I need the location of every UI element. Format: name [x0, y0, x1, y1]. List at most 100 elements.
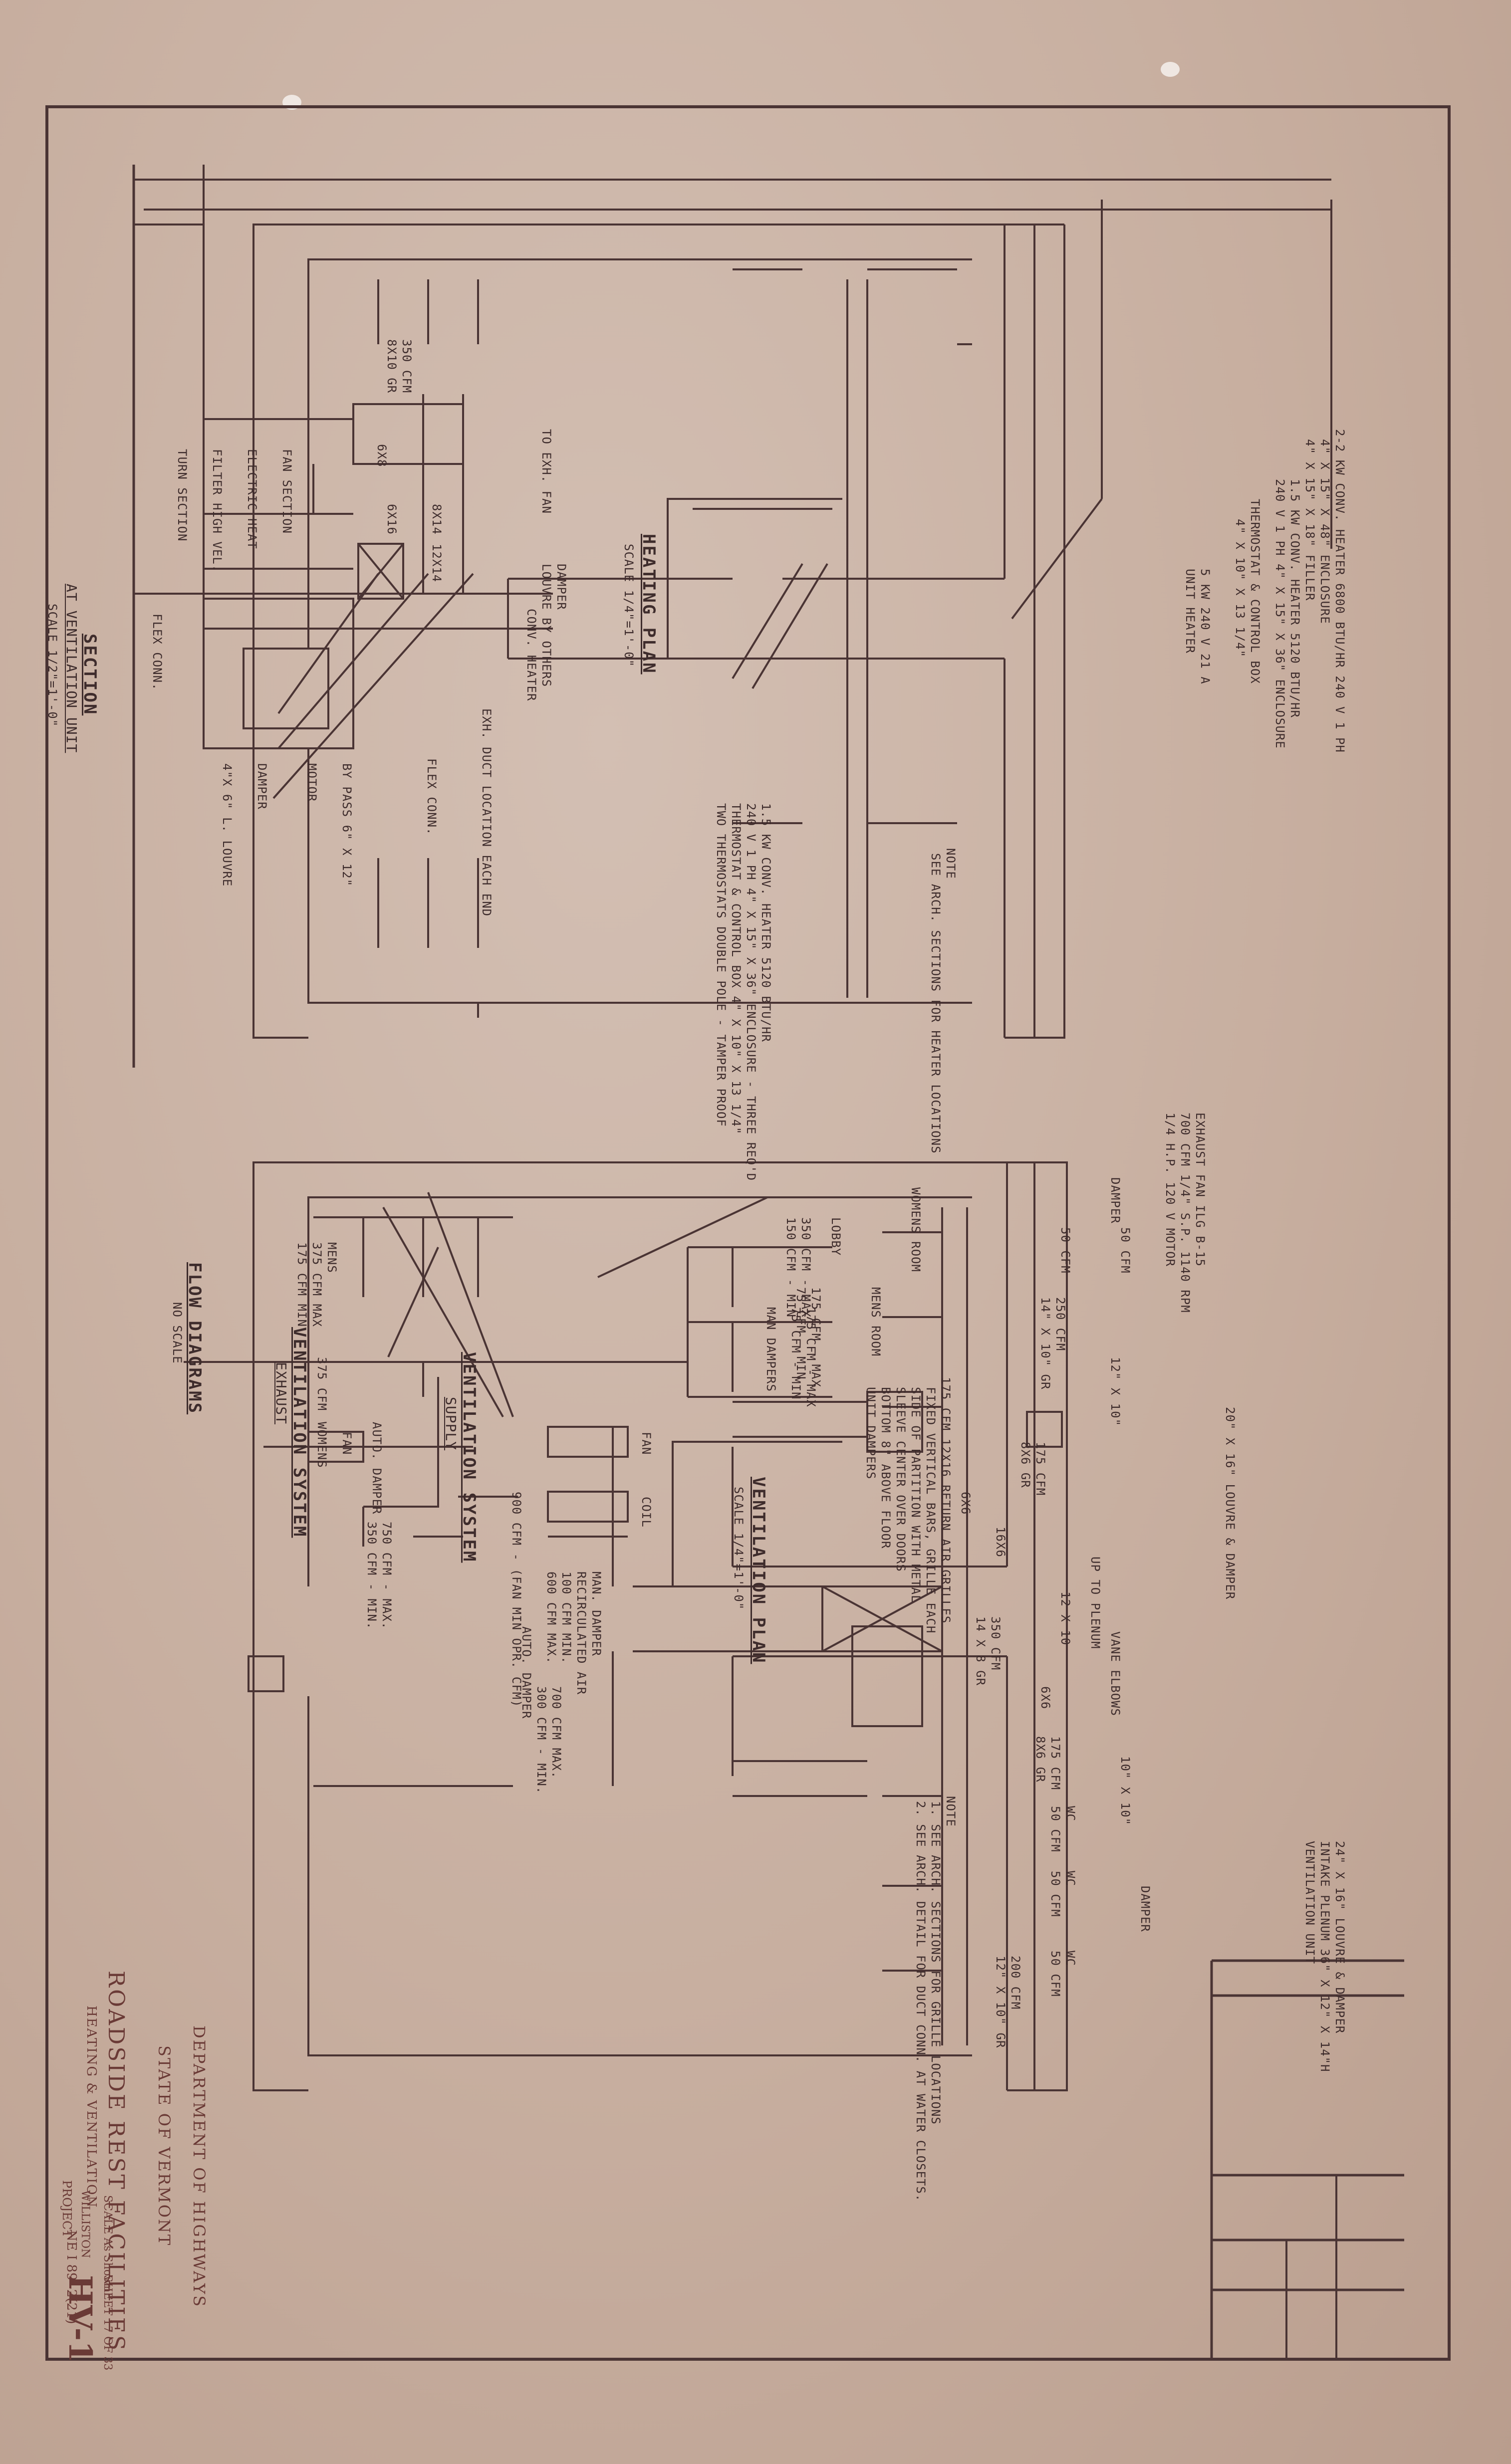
vent-label: 8X6 GR [1033, 1736, 1047, 1783]
vent-label: 12" X 10" GR [994, 1956, 1007, 2048]
supply-label: 75 CFM - MIN [789, 1307, 803, 1400]
vent-label: WC [1063, 1951, 1077, 1966]
supply-label: RECIRCULATED AIR [574, 1571, 588, 1695]
vent-label: 10" X 10" [1118, 1756, 1132, 1826]
sheet-number: SHEET 17 OF 33 [101, 2275, 114, 2371]
vent-label: 350 CFM [989, 1616, 1003, 1671]
section-label: FLEX CONN. [150, 614, 164, 691]
section-subtitle: AT VENTILATION UNIT [63, 584, 80, 753]
section-scale: SCALE 1/2"=1'-0" [45, 604, 59, 727]
vent-label: WC [1063, 1871, 1077, 1886]
vent-label: 6X6 [959, 1492, 973, 1515]
section-label: FILTER HIGH VEL. [210, 449, 224, 573]
section-label: TO EXH. FAN [539, 429, 553, 514]
section-label: FAN SECTION [280, 449, 294, 534]
exhaust-label: WOMENS [315, 1422, 329, 1468]
vent-label: 250 CFM [1053, 1297, 1067, 1351]
vent-label: WC [1063, 1806, 1077, 1821]
section-label: ELECTRIC HEAT [245, 449, 259, 549]
ventilation-plan-scale: SCALE 1/4"=1'-0" [732, 1487, 746, 1610]
heating-label: TWO THERMOSTATS DOUBLE POLE - TAMPER PRO… [714, 803, 728, 1127]
supply-label: 300 CFM - MIN. [534, 1686, 548, 1794]
project-label: PROJECT [60, 2180, 74, 2238]
heating-label: 2-2 KW CONV. HEATER 6800 BTU/HR 240 V 1 … [1333, 429, 1347, 753]
vent-label: DAMPER [1138, 1886, 1152, 1932]
vent-note: 2. SEE ARCH. DETAIL FOR DUCT CONN. AT WA… [914, 1801, 928, 2202]
section-label: 8X10 GR [385, 339, 399, 394]
supply-label: WOMENS ROOM [909, 1187, 923, 1272]
vent-label: 175 CFM [1048, 1736, 1062, 1791]
vent-label: 8X6 GR [1018, 1442, 1032, 1488]
vent-label: 50 CFM [1048, 1951, 1062, 1997]
section-label: 8X14 [430, 504, 444, 535]
vent-note-heading: NOTE [944, 1796, 958, 1827]
vent-label: 16X6 [994, 1527, 1007, 1558]
supply-label: MENS ROOM [869, 1287, 883, 1357]
supply-label: 100 CFM MIN. [559, 1571, 573, 1664]
exhaust-label: AUTO. DAMPER [370, 1422, 384, 1515]
section-label: 6X16 [385, 504, 399, 535]
section-label: DAMPER [554, 564, 568, 610]
vent-label: 50 CFM [1118, 1227, 1132, 1274]
heating-note-heading: NOTE [944, 848, 958, 879]
vent-label: EXHAUST FAN ILG B-15 [1193, 1113, 1207, 1267]
exhaust-label: 750 CFM - MAX. [380, 1522, 394, 1630]
exhaust-label: 175 CFM MIN [295, 1242, 309, 1327]
heating-label: 240 V 1 PH 4" X 15" X 36" ENCLOSURE [1273, 479, 1287, 749]
vent-label: INTAKE PLENUM 36" X 12" X 14"H [1318, 1841, 1332, 2072]
exhaust-diagram-subtitle: EXHAUST [273, 1362, 289, 1425]
vent-label: 20" X 16" LOUVRE & DAMPER [1223, 1407, 1237, 1600]
vent-label: VANE ELBOWS [1108, 1631, 1122, 1716]
vent-label: 50 CFM [1048, 1871, 1062, 1917]
exhaust-diagram-title: VENTILATION SYSTEM [289, 1327, 309, 1538]
heating-label: 1.5 KW CONV. HEATER 5120 BTU/HR [759, 803, 773, 1042]
heating-label: 4" X 10" X 13 1/4" [1233, 519, 1247, 658]
vent-label: VENTILATION UNIT [1303, 1841, 1317, 1965]
section-label: FLEX CONN. [425, 758, 439, 836]
vent-label: 12 X 10 [1058, 1591, 1072, 1646]
vent-label: 12" X 10" [1108, 1357, 1122, 1427]
supply-diagram-title: VENTILATION SYSTEM [459, 1352, 479, 1563]
vent-label: 14" X 10" GR [1038, 1297, 1052, 1390]
section-label: 350 CFM [400, 339, 414, 394]
vent-label: BOTTOM 8" ABOVE FLOOR [879, 1387, 893, 1549]
vent-label: 700 CFM 1/4" S.P. 1140 RPM [1178, 1113, 1192, 1313]
supply-label: 175 CFM - MAX [804, 1307, 818, 1407]
vent-label: SLEEVE CENTER OVER DOORS [894, 1387, 908, 1572]
section-label: 6X8 [375, 444, 389, 467]
supply-label: 700 CFM MAX. [549, 1686, 563, 1779]
vent-label: SIDE OF PARTITION WITH METAL [909, 1387, 923, 1603]
supply-label: COIL [639, 1497, 653, 1528]
heating-label: 4" X 15" X 48" ENCLOSURE [1318, 439, 1332, 624]
heating-label: 5 KW 240 V 21 A [1198, 569, 1212, 684]
section-label: TURN SECTION [175, 449, 189, 542]
section-label: 4"X 6" L. LOUVRE [220, 763, 234, 887]
vent-label: 14 X 8 GR [974, 1616, 988, 1686]
section-title: SECTION [80, 634, 100, 716]
heating-label: UNIT HEATER [1183, 569, 1197, 654]
section-label: DAMPER [255, 763, 269, 810]
vent-label: 200 CFM [1008, 1956, 1022, 2010]
vent-note: 1. SEE ARCH. SECTIONS FOR GRILLE LOCATIO… [929, 1801, 943, 2125]
heating-plan-title: HEATING PLAN [639, 534, 659, 674]
section-label: LOUVRE BY OTHERS [539, 564, 553, 687]
section-label: 12X14 [430, 544, 444, 583]
heating-label: THERMOSTAT & CONTROL BOX [1248, 499, 1262, 684]
flow-diagrams-title: FLOW DIAGRAMS [185, 1262, 205, 1415]
vent-label: 50 CFM [1058, 1227, 1072, 1274]
department-name: DEPARTMENT OF HIGHWAYS [190, 2025, 209, 2308]
punch-hole [1161, 62, 1180, 77]
exhaust-label: 375 CFM [315, 1357, 329, 1411]
ventilation-plan-title: VENTILATION PLAN [749, 1477, 768, 1664]
vent-label: 24" X 16" LOUVRE & DAMPER [1333, 1841, 1347, 2034]
vent-label: UNIT DAMPERS [864, 1387, 878, 1480]
exhaust-label: MENS [325, 1242, 339, 1273]
vent-label: UP TO PLENUM [1088, 1557, 1102, 1649]
section-label: BY PASS 6" X 12" [340, 763, 354, 887]
supply-label: MAN. DAMPER [589, 1571, 603, 1656]
heating-label: THERMOSTAT & CONTROL BOX 4" X 10" X 13 1… [729, 803, 743, 1135]
heating-plan-scale: SCALE 1/4"=1'-0" [622, 544, 636, 668]
